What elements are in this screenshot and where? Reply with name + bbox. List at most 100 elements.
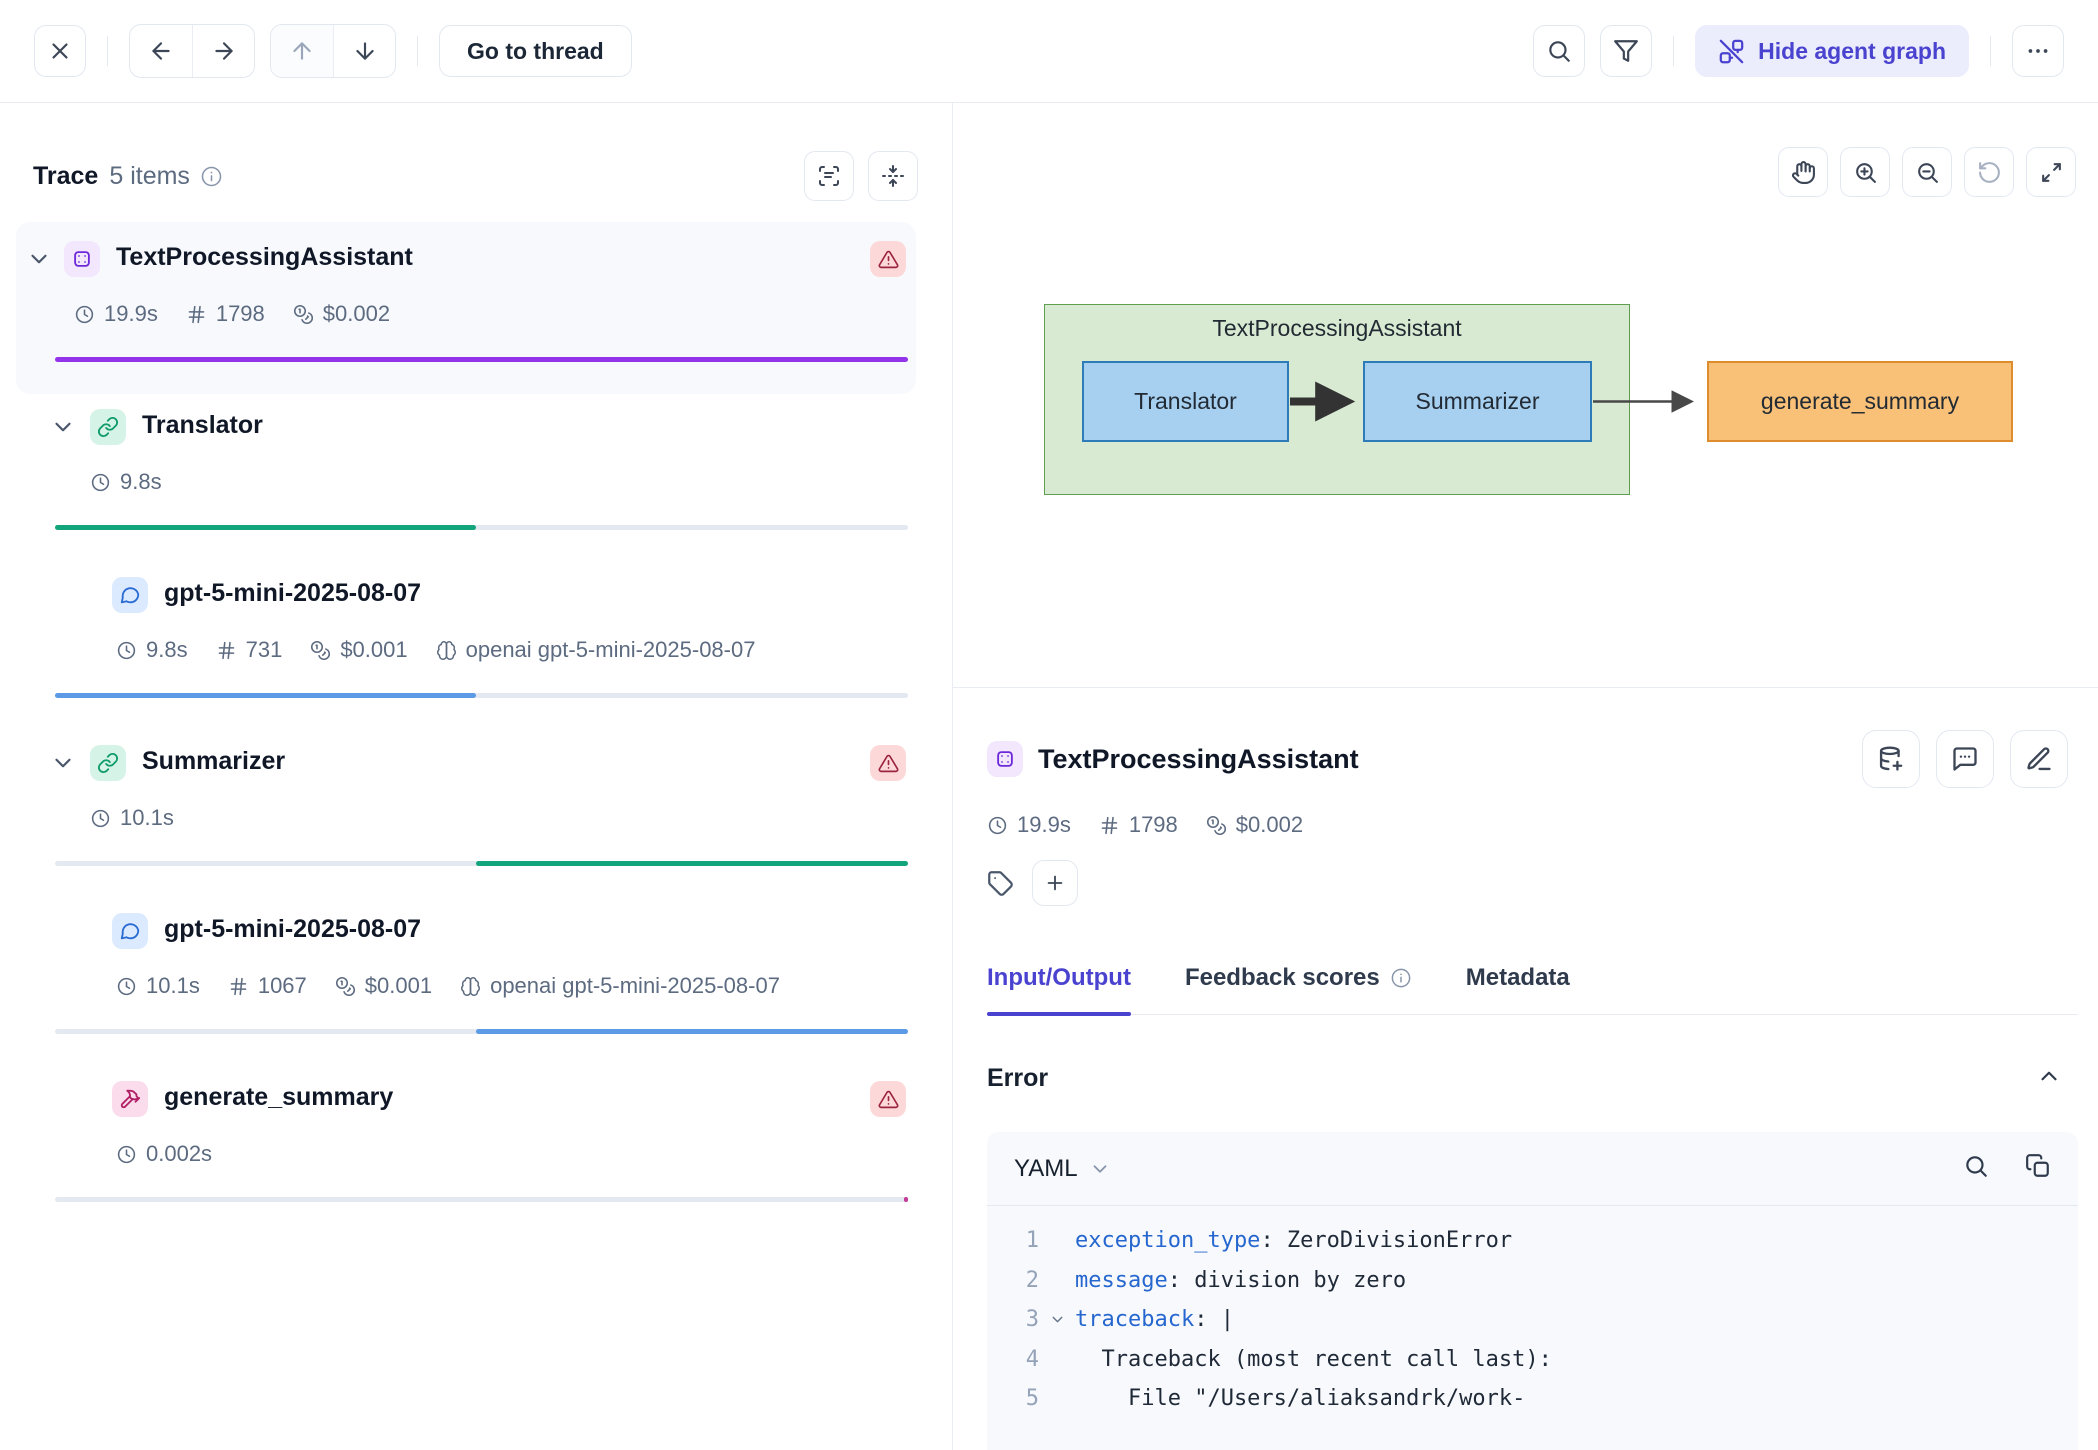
next-row-button[interactable] bbox=[333, 25, 395, 77]
span-timeline-bar bbox=[55, 525, 908, 530]
expand-details-button[interactable] bbox=[804, 151, 854, 201]
span-detail-panel: TextProcessingAssistant 19.9s 1798 $0.00… bbox=[953, 688, 2098, 1450]
feedback-comment-button[interactable] bbox=[1936, 730, 1994, 788]
reset-view-button[interactable] bbox=[1964, 147, 2014, 197]
clock-icon bbox=[116, 1144, 137, 1165]
tab-label: Metadata bbox=[1465, 964, 1570, 991]
graph-node-generate-summary[interactable]: generate_summary bbox=[1707, 361, 2013, 442]
trace-panel-title: Trace bbox=[33, 161, 99, 190]
token-count-metric: 1067 bbox=[228, 973, 307, 999]
code-text: exception_type: ZeroDivisionError bbox=[1075, 1221, 1512, 1261]
span-timeline-fill bbox=[903, 1197, 908, 1202]
error-badge bbox=[870, 241, 906, 277]
tab-metadata[interactable]: Metadata bbox=[1466, 964, 1570, 1014]
add-to-dataset-button[interactable] bbox=[1862, 730, 1920, 788]
forward-button[interactable] bbox=[192, 25, 254, 77]
tab-label: Feedback scores bbox=[1184, 964, 1380, 991]
tab-feedback-scores[interactable]: Feedback scores bbox=[1185, 964, 1412, 1014]
hash-icon bbox=[1099, 815, 1120, 836]
cost-metric: $0.002 bbox=[293, 301, 390, 327]
edit-button[interactable] bbox=[2010, 730, 2068, 788]
chain-icon bbox=[97, 416, 119, 438]
chain-span-icon-wrap bbox=[90, 745, 126, 781]
line-number: 2 bbox=[1025, 1267, 1039, 1293]
line-gutter bbox=[1039, 1379, 1075, 1419]
agent-graph-panel[interactable]: TextProcessingAssistant Translator Summa… bbox=[953, 103, 2098, 688]
fullscreen-icon bbox=[2039, 160, 2064, 185]
agent-icon bbox=[71, 248, 93, 270]
clock-icon bbox=[116, 640, 137, 661]
info-icon[interactable] bbox=[200, 165, 223, 188]
code-text: message: division by zero bbox=[1075, 1261, 1406, 1301]
reset-icon bbox=[1977, 160, 2002, 185]
toolbar-separator bbox=[1990, 36, 1991, 66]
yaml-value: : | bbox=[1194, 1307, 1234, 1332]
go-to-thread-button[interactable]: Go to thread bbox=[439, 25, 632, 77]
filter-icon bbox=[1613, 38, 1639, 64]
agent-icon bbox=[994, 748, 1016, 770]
brain-icon bbox=[436, 640, 457, 661]
graph-node-translator[interactable]: Translator bbox=[1082, 361, 1289, 442]
hash-icon bbox=[186, 304, 207, 325]
cost-metric: $0.002 bbox=[1206, 812, 1303, 838]
chevron-down-icon[interactable] bbox=[50, 750, 76, 776]
code-search-button[interactable] bbox=[1963, 1153, 1989, 1184]
llm-span-icon-wrap bbox=[112, 913, 148, 949]
more-actions-button[interactable] bbox=[2012, 25, 2064, 77]
line-gutter bbox=[1039, 1340, 1075, 1380]
search-icon bbox=[1963, 1153, 1989, 1179]
tab-input-output[interactable]: Input/Output bbox=[987, 964, 1131, 1016]
pan-button[interactable] bbox=[1778, 147, 1828, 197]
graph-node-summarizer[interactable]: Summarizer bbox=[1363, 361, 1592, 442]
zoom-out-button[interactable] bbox=[1902, 147, 1952, 197]
code-line: 4 Traceback (most recent call last): bbox=[999, 1340, 2078, 1380]
pencil-icon bbox=[2025, 745, 2053, 773]
fullscreen-button[interactable] bbox=[2026, 147, 2076, 197]
code-copy-button[interactable] bbox=[2025, 1153, 2051, 1184]
hide-agent-graph-button[interactable]: Hide agent graph bbox=[1695, 25, 1969, 77]
cost-metric: $0.001 bbox=[335, 973, 432, 999]
line-number: 3 bbox=[1025, 1307, 1039, 1332]
code-line: 2 message: division by zero bbox=[999, 1261, 2078, 1301]
trace-panel-header: Trace 5 items bbox=[33, 151, 918, 201]
chevron-down-icon[interactable] bbox=[50, 414, 76, 440]
collapse-error-section-button[interactable] bbox=[2036, 1063, 2062, 1094]
error-badge bbox=[870, 1081, 906, 1117]
hash-icon bbox=[216, 640, 237, 661]
collapse-line-button[interactable] bbox=[1039, 1300, 1075, 1340]
filter-button[interactable] bbox=[1600, 25, 1653, 77]
close-button[interactable] bbox=[34, 25, 86, 77]
coins-icon bbox=[335, 976, 356, 997]
span-name: gpt-5-mini-2025-08-07 bbox=[164, 579, 422, 607]
add-tag-button[interactable] bbox=[1032, 860, 1078, 906]
collapse-all-button[interactable] bbox=[868, 151, 918, 201]
info-icon[interactable] bbox=[1390, 967, 1412, 989]
trace-item-count: 5 items bbox=[109, 161, 190, 190]
brain-icon bbox=[460, 976, 481, 997]
back-button[interactable] bbox=[130, 25, 192, 77]
plus-icon bbox=[1044, 872, 1066, 894]
span-metrics: 9.8s bbox=[90, 469, 162, 495]
clock-icon bbox=[90, 472, 111, 493]
prev-row-button[interactable] bbox=[271, 25, 333, 77]
span-metrics: 0.002s bbox=[116, 1141, 212, 1167]
code-line: 5 File "/Users/aliaksandrk/work- bbox=[999, 1379, 2078, 1419]
code-format-select[interactable]: YAML bbox=[1014, 1155, 1111, 1183]
zoom-in-icon bbox=[1853, 160, 1878, 185]
chevron-down-icon[interactable] bbox=[26, 246, 52, 272]
warning-icon bbox=[878, 249, 899, 270]
search-icon bbox=[1546, 38, 1572, 64]
search-button[interactable] bbox=[1533, 25, 1586, 77]
line-number: 5 bbox=[1025, 1386, 1039, 1411]
zoom-in-button[interactable] bbox=[1840, 147, 1890, 197]
toolbar-separator bbox=[107, 36, 108, 66]
token-count-metric: 1798 bbox=[186, 301, 265, 327]
